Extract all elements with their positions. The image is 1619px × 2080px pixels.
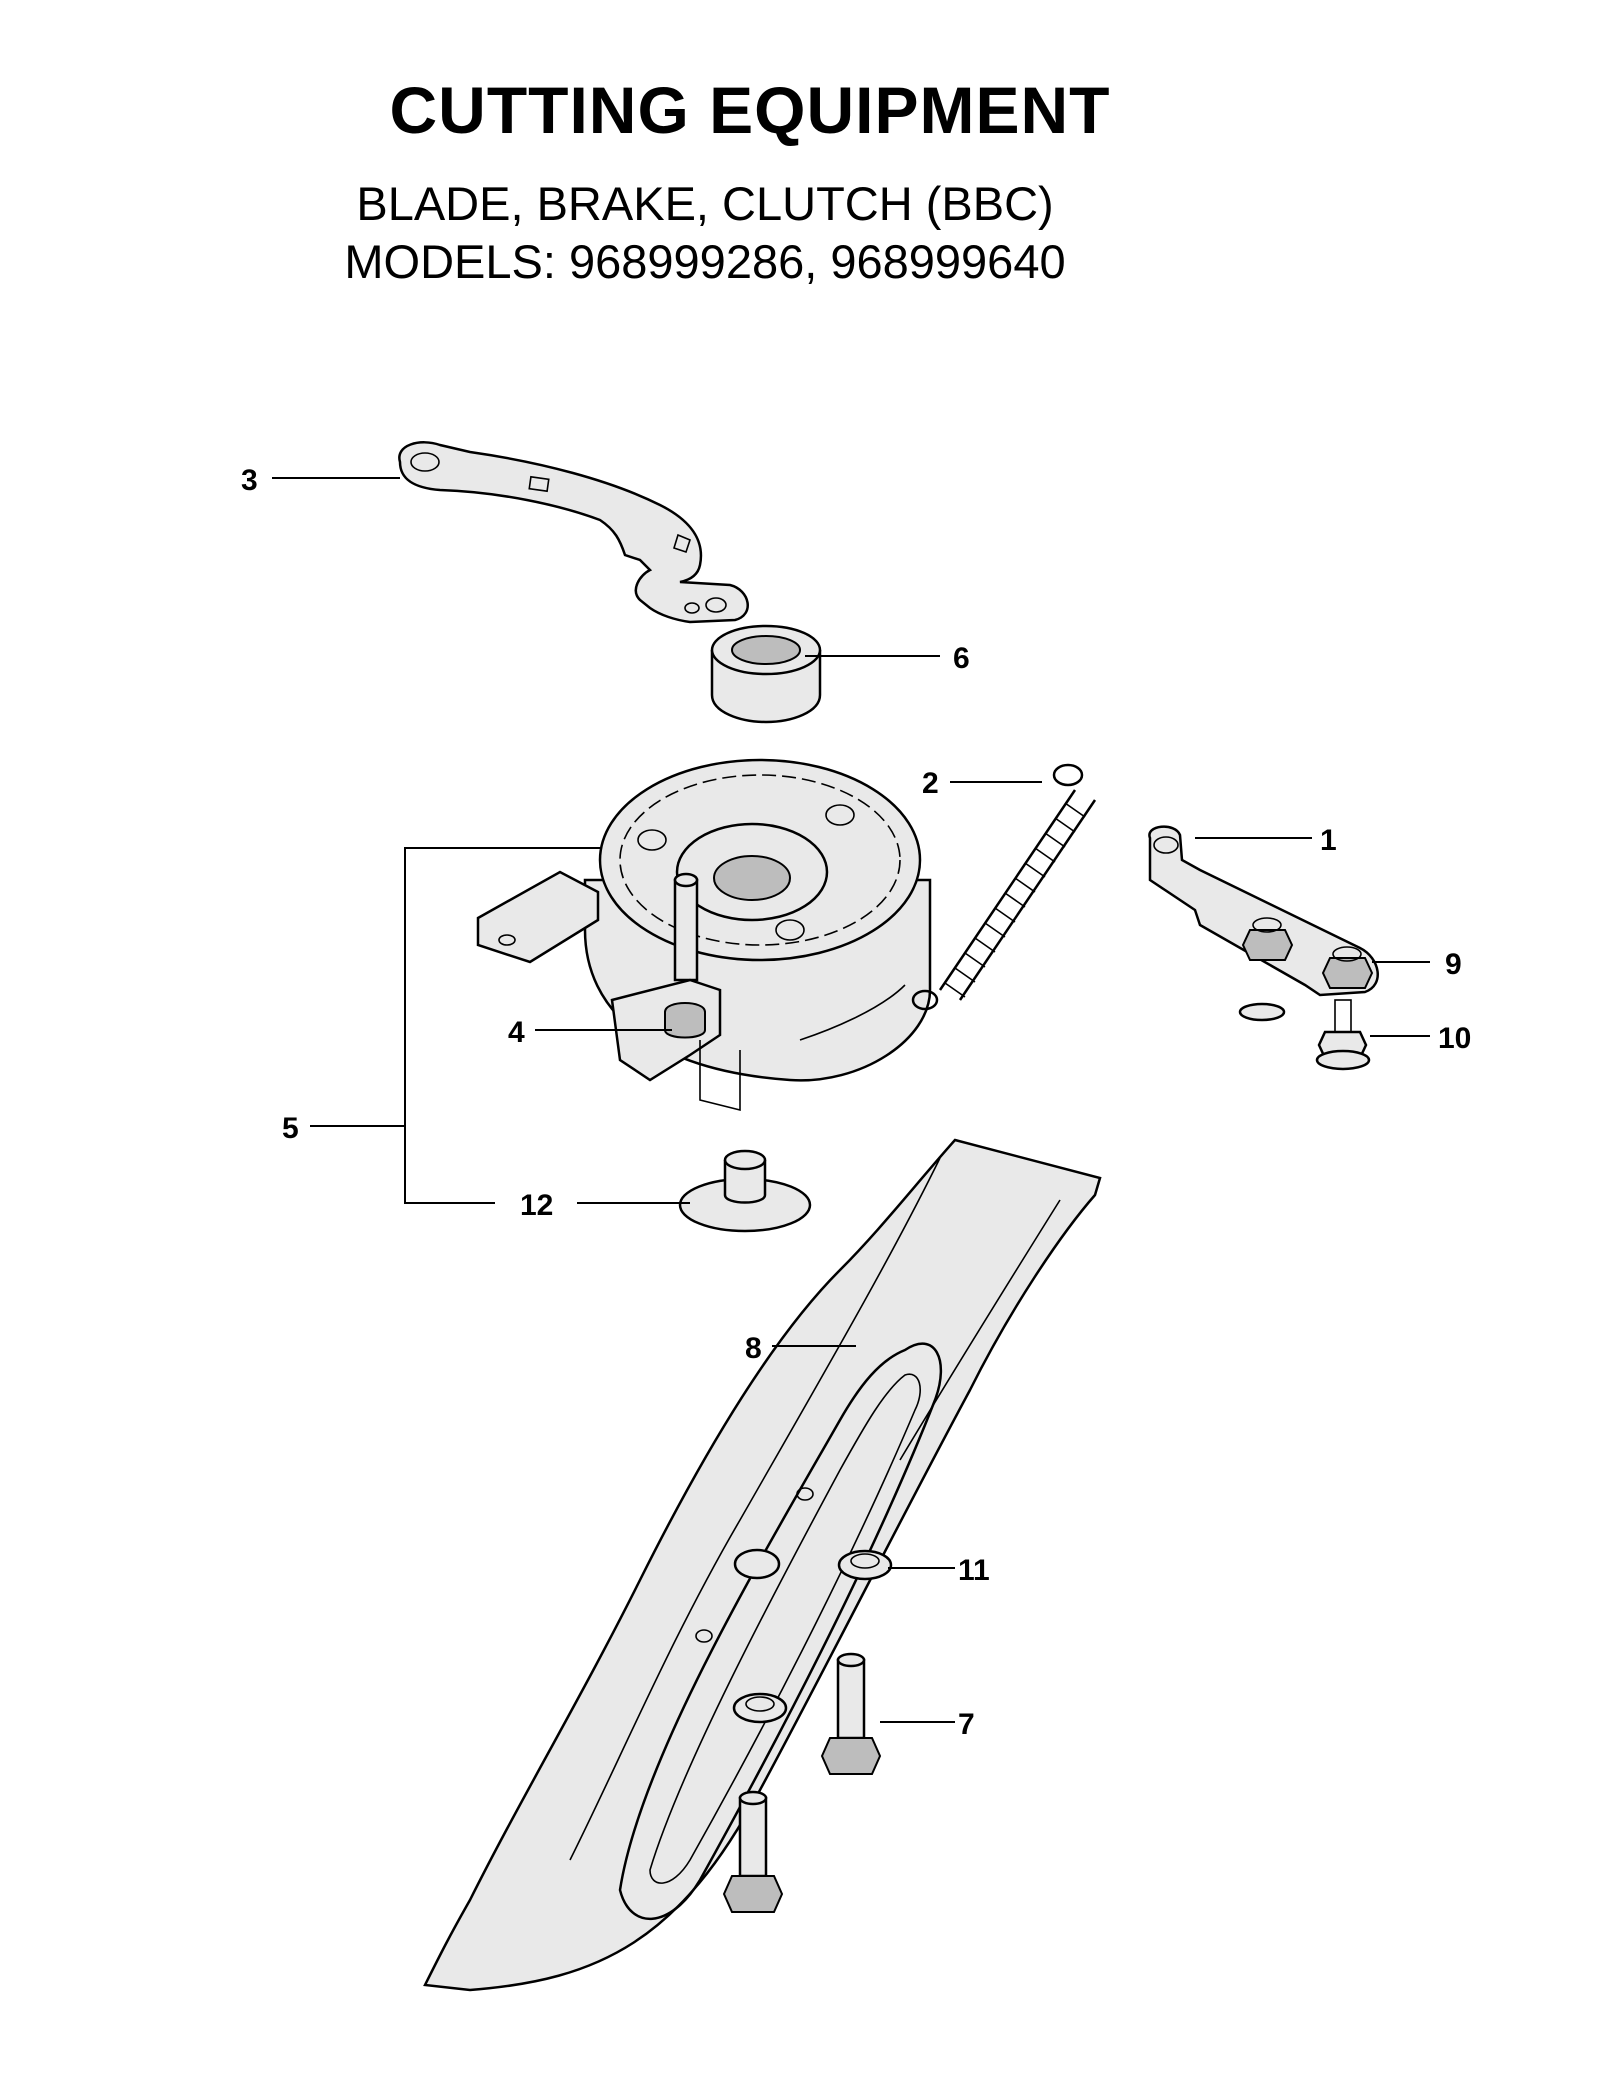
adapter-disc-part-12	[678, 1149, 812, 1233]
spring-part-2	[911, 763, 1097, 1011]
washer-part-11	[837, 1549, 893, 1581]
blade-part-8	[423, 1138, 1102, 1992]
callout-4: 4	[508, 1016, 525, 1049]
callout-9: 9	[1445, 948, 1462, 981]
bracket-part-1	[1148, 825, 1379, 997]
callout-6: 6	[953, 642, 970, 675]
callout-10: 10	[1438, 1022, 1471, 1055]
page-title: CUTTING EQUIPMENT	[389, 73, 1111, 147]
bolt-lower-blade	[722, 1790, 784, 1913]
nut-on-bracket	[1241, 917, 1294, 961]
subtitle-models: MODELS: 968999286, 968999640	[344, 235, 1066, 288]
washer-on-bracket	[1238, 1002, 1286, 1022]
callout-8: 8	[745, 1332, 762, 1365]
callout-11: 11	[958, 1554, 990, 1587]
callout-5: 5	[282, 1112, 299, 1145]
callout-labels: 3 6 2 1 9 10 4 5 12 8 11 7	[241, 464, 1471, 1741]
spacer-bushing-part-6	[710, 624, 822, 724]
callout-7: 7	[958, 1708, 975, 1741]
subtitle-assembly: BLADE, BRAKE, CLUTCH (BBC)	[356, 177, 1054, 230]
bolt-part-7	[820, 1652, 882, 1775]
nut-part-9	[1321, 946, 1374, 989]
callout-2: 2	[922, 767, 939, 800]
callout-1: 1	[1320, 824, 1337, 857]
leader-lines	[272, 477, 1430, 1723]
callout-12: 12	[520, 1189, 553, 1222]
bolt-part-10	[1315, 999, 1371, 1071]
washer-lower-blade	[732, 1692, 788, 1724]
callout-3: 3	[241, 464, 258, 497]
brake-arm-part-3	[398, 441, 749, 624]
clutch-assembly-part-5	[476, 758, 932, 1112]
